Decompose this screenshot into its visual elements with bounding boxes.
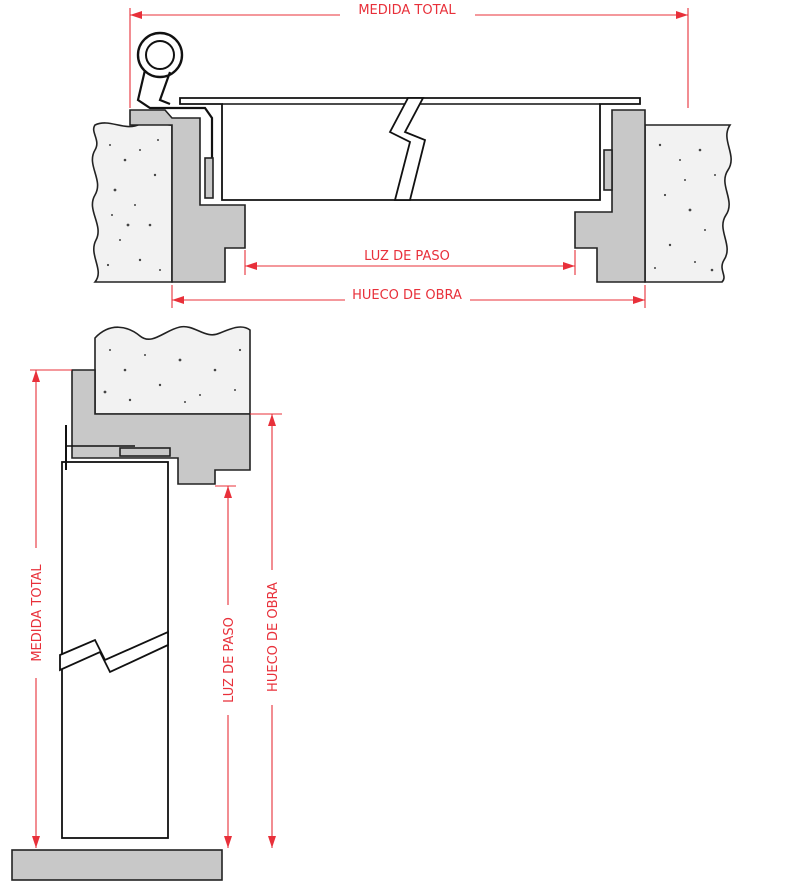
plan-right-frame (574, 109, 646, 283)
plan-label-medida-total: MEDIDA TOTAL (358, 3, 456, 18)
plan-view: MEDIDA TOTAL LUZ DE PASO HUECO DE OBRA (91, 3, 732, 308)
plan-break-line (388, 97, 427, 201)
section-frame-head (71, 369, 251, 485)
section-floor (11, 849, 223, 881)
plan-label-hueco-de-obra: HUECO DE OBRA (352, 288, 462, 303)
section-dim-hueco-de-obra: HUECO DE OBRA (250, 413, 282, 848)
section-lintel (94, 325, 251, 415)
plan-left-frame (129, 109, 246, 283)
hinge-arm (136, 69, 214, 190)
plan-right-wall (644, 124, 732, 283)
section-view: MEDIDA TOTAL LUZ DE PASO HUECO DE OBRA (11, 325, 282, 881)
section-label-luz-de-paso: LUZ DE PASO (222, 617, 237, 703)
section-dim-medida-total: MEDIDA TOTAL (28, 369, 72, 848)
section-stop (119, 447, 171, 457)
hinge-icon (136, 31, 184, 79)
plan-dim-medida-total: MEDIDA TOTAL (129, 3, 689, 108)
plan-stop-left (204, 157, 214, 199)
plan-label-luz-de-paso: LUZ DE PASO (364, 249, 450, 264)
plan-dim-hueco-de-obra: HUECO DE OBRA (171, 285, 646, 308)
section-dim-luz-de-paso: LUZ DE PASO (215, 485, 237, 848)
hinge-inner-icon (145, 40, 175, 70)
plan-dim-luz-de-paso: LUZ DE PASO (244, 249, 576, 275)
section-break-line (59, 630, 169, 674)
plan-left-wall-texture (106, 139, 161, 271)
plan-right-wall-texture (654, 143, 716, 272)
plan-stop-right (603, 149, 613, 191)
plan-left-wall (91, 120, 173, 283)
section-label-medida-total: MEDIDA TOTAL (30, 564, 45, 662)
section-lintel-texture (103, 348, 242, 403)
section-label-hueco-de-obra: HUECO DE OBRA (266, 582, 281, 692)
